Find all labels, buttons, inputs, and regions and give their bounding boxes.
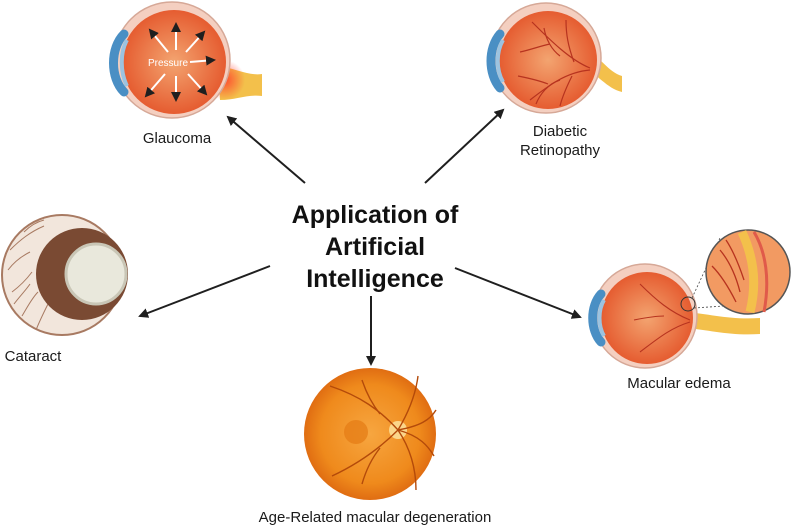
label-amd: Age-Related macular degeneration — [259, 509, 492, 526]
pressure-annotation: Pressure — [148, 58, 188, 69]
arrow-to-diabetic-retinopathy — [424, 108, 505, 184]
cataract-lens-illustration — [1, 214, 128, 336]
arrow-to-cataract — [138, 265, 271, 318]
label-glaucoma: Glaucoma — [143, 130, 212, 147]
glaucoma-eye-illustration: Pressure — [109, 1, 262, 119]
arrows — [138, 108, 582, 366]
label-cataract: Cataract — [5, 348, 63, 365]
center-title-line2: Artificial — [324, 233, 426, 261]
diabetic-retinopathy-eye-illustration — [486, 2, 622, 114]
center-title: Application of Artificial Intelligence — [268, 199, 482, 295]
arrow-to-macular-edema — [454, 267, 582, 319]
label-macular-edema: Macular edema — [627, 375, 731, 392]
center-title-line3: Intelligence — [306, 265, 444, 293]
arrow-to-glaucoma — [226, 115, 306, 184]
macular-edema-eye-illustration — [588, 229, 791, 369]
amd-fundus-illustration — [304, 368, 437, 500]
label-diabetic-line1: Diabetic — [533, 123, 588, 140]
label-diabetic-line2: Retinopathy — [520, 142, 601, 159]
center-title-line1: Application of — [291, 201, 459, 229]
